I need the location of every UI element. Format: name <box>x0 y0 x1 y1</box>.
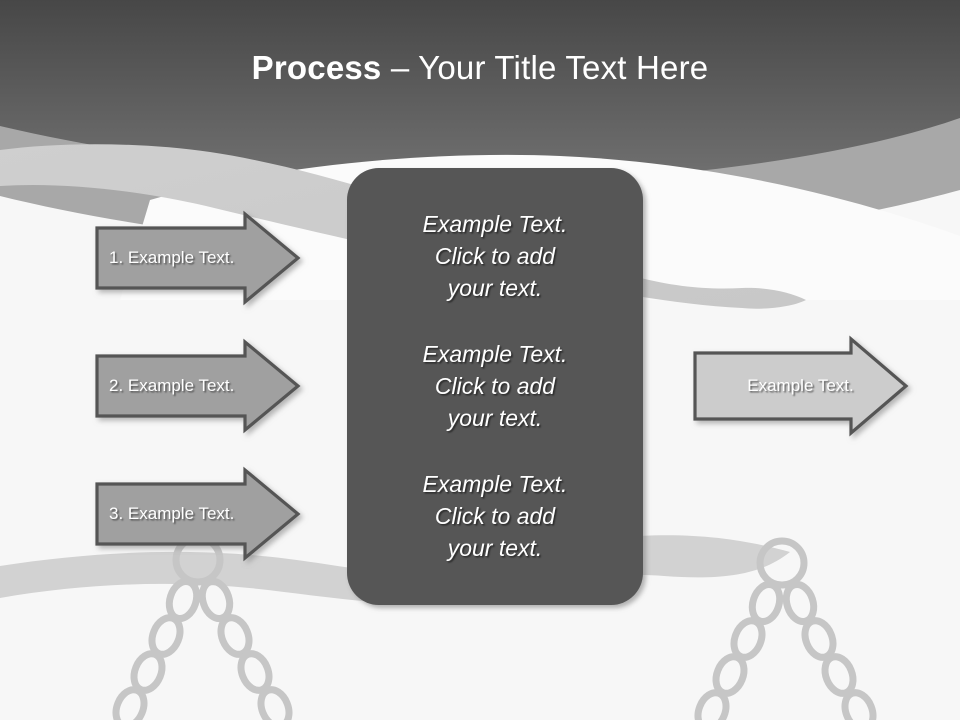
output-arrow-shape <box>693 335 909 437</box>
chain-right-branch-b <box>782 580 877 720</box>
process-arrow-2-shape <box>95 338 301 434</box>
chain-ring-right <box>756 537 808 589</box>
slide-title-strong: Process <box>251 49 382 86</box>
chain-right <box>694 537 877 720</box>
chain-right-branch-a <box>694 580 784 720</box>
center-text-block-3: Example Text. Click to add your text. <box>422 471 568 561</box>
header-shape <box>0 0 960 182</box>
process-arrow-3-shape <box>95 466 301 562</box>
center-text-panel[interactable]: Example Text. Click to add your text. Ex… <box>347 168 643 605</box>
process-arrow-1[interactable]: 1. Example Text. <box>95 210 301 306</box>
process-arrow-3[interactable]: 3. Example Text. <box>95 466 301 562</box>
output-arrow[interactable]: Example Text. <box>693 335 909 437</box>
center-text-block-2: Example Text. Click to add your text. <box>422 341 568 431</box>
chain-left-branch-b <box>198 577 293 720</box>
center-text-block-1: Example Text. Click to add your text. <box>422 211 568 301</box>
process-arrow-2[interactable]: 2. Example Text. <box>95 338 301 434</box>
slide-title-rest: – Your Title Text Here <box>381 49 709 86</box>
process-arrow-1-shape <box>95 210 301 306</box>
slide-title: Process – Your Title Text Here <box>0 48 960 88</box>
chain-left-branch-a <box>112 577 201 720</box>
chain-left <box>112 534 293 720</box>
